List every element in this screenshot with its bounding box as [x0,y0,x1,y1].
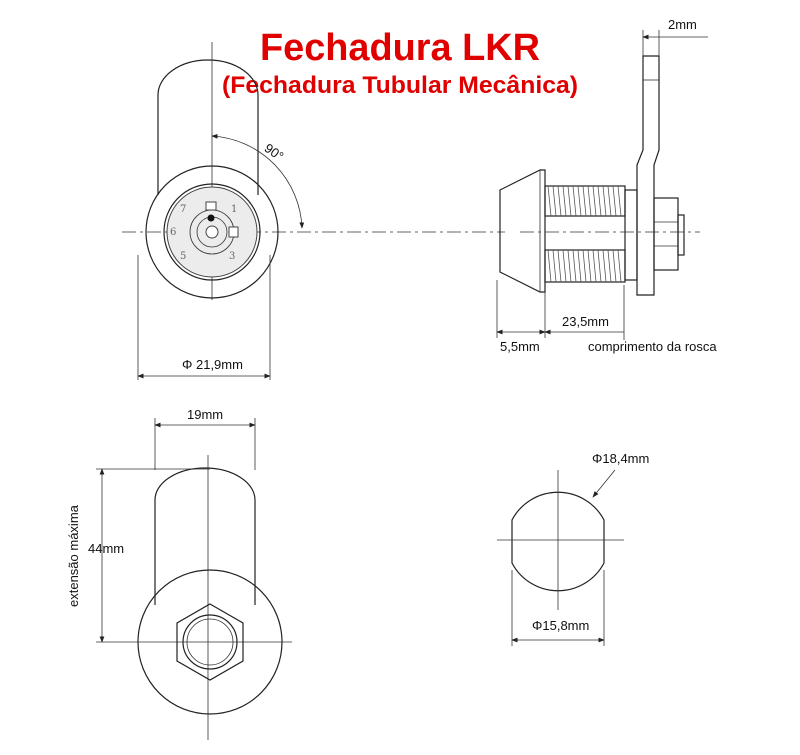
page-title: Fechadura LKR [260,27,540,69]
width-label: 19mm [187,407,223,422]
thread-bottom [544,249,626,283]
thread-caption: comprimento da rosca [588,339,717,354]
front-view: 1 3 5 6 7 90° Φ 21,9mm [122,42,505,380]
key-number: 3 [229,251,235,262]
page-subtitle: (Fechadura Tubular Mecânica) [222,72,578,99]
rear-view: 19mm 44mm extensão máxima [66,407,292,740]
outer-diameter-label: Φ18,4mm [592,451,649,466]
thread-top [544,185,626,217]
cam-outline [157,59,259,195]
height-label: 44mm [88,541,124,556]
angle-label: 90° [262,140,287,164]
cam-thickness-label: 2mm [668,17,697,32]
lock-head [499,169,546,293]
nut [653,197,679,271]
thread-profile [511,491,605,592]
key-pin-dot [207,214,215,222]
diameter-label: Φ 21,9mm [182,357,243,372]
angle-arc [211,133,305,229]
cam-plate [636,55,660,296]
key-number: 6 [170,227,176,238]
thread-length-label: 23,5mm [562,314,609,329]
key-number: 5 [180,251,186,262]
cam-body [154,467,256,605]
hex-nut [176,603,244,681]
side-view: 2mm 23,5mm 5,5mm comprimento da rosca [496,17,717,354]
cut-view: Φ18,4mm Φ15,8mm [497,451,649,646]
height-caption: extensão máxima [66,504,81,607]
key-number: 7 [180,204,186,215]
flat-width-label: Φ15,8mm [532,618,589,633]
key-number: 1 [231,204,237,215]
head-length-label: 5,5mm [500,339,540,354]
